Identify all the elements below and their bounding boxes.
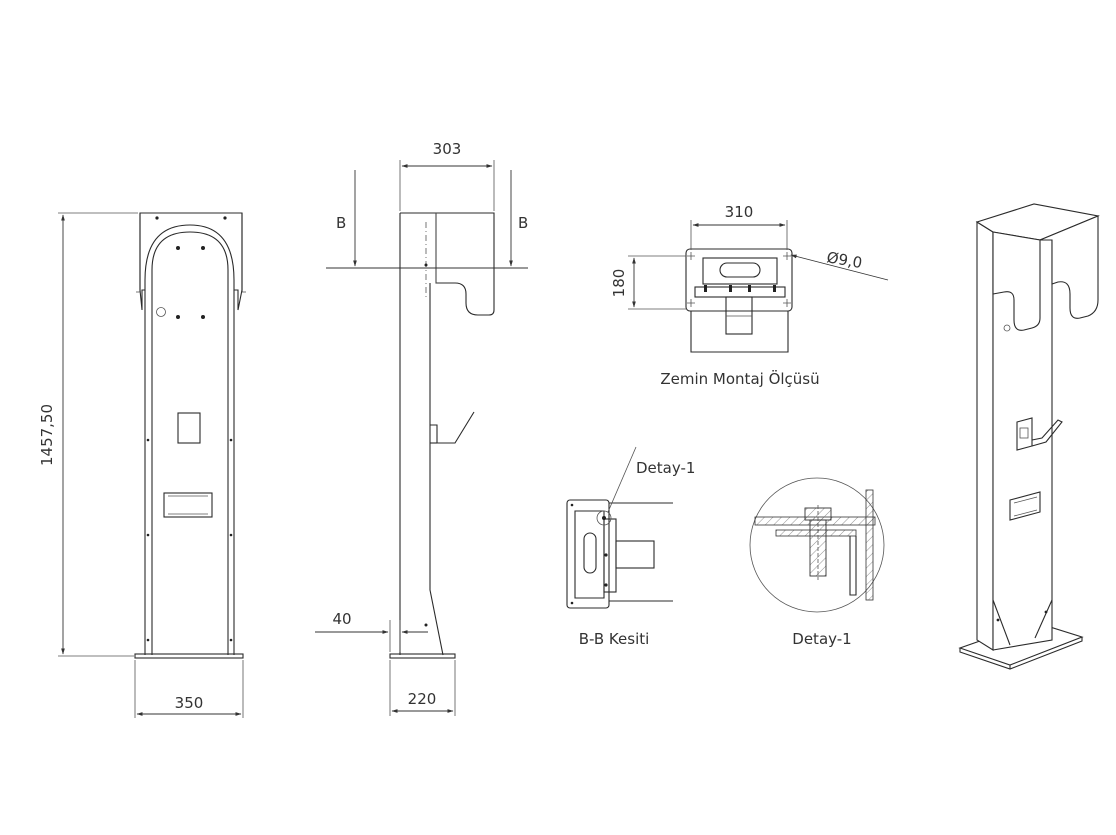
mount-depth-label: 180: [610, 269, 628, 298]
detail-view: [749, 477, 885, 613]
section-marker-left: B: [336, 214, 346, 232]
front-width-label: 350: [175, 694, 204, 712]
mount-width-dimension: 310: [690, 203, 788, 250]
side-top-width-dimension: 303: [399, 140, 495, 211]
side-base-width-dimension: 220: [389, 660, 456, 716]
section-marker-right: B: [518, 214, 528, 232]
hole-diameter-label: Ø9,0: [825, 248, 863, 272]
section-cut-line: B B: [326, 170, 528, 269]
floor-mount-view: [685, 248, 793, 353]
mount-width-label: 310: [725, 203, 754, 221]
floor-mount-label: Zemin Montaj Ölçüsü: [660, 369, 819, 388]
detail-view-label: Detay-1: [792, 630, 851, 648]
side-view: [389, 212, 495, 659]
section-view-label: B-B Kesiti: [579, 630, 650, 648]
detail-callout-label: Detay-1: [636, 459, 695, 477]
isometric-view: [958, 203, 1100, 670]
side-offset-dimension: 40: [315, 610, 428, 652]
front-height-dimension: 1457,50: [38, 212, 138, 657]
mount-depth-dimension: 180: [610, 255, 686, 310]
side-top-width-label: 303: [433, 140, 462, 158]
side-offset-label: 40: [332, 610, 351, 628]
section-view: [566, 446, 673, 609]
front-view: [134, 212, 246, 659]
front-height-label: 1457,50: [38, 404, 56, 466]
hole-diameter-callout: Ø9,0: [790, 248, 889, 281]
front-width-dimension: 350: [134, 660, 244, 718]
side-base-width-label: 220: [408, 690, 437, 708]
